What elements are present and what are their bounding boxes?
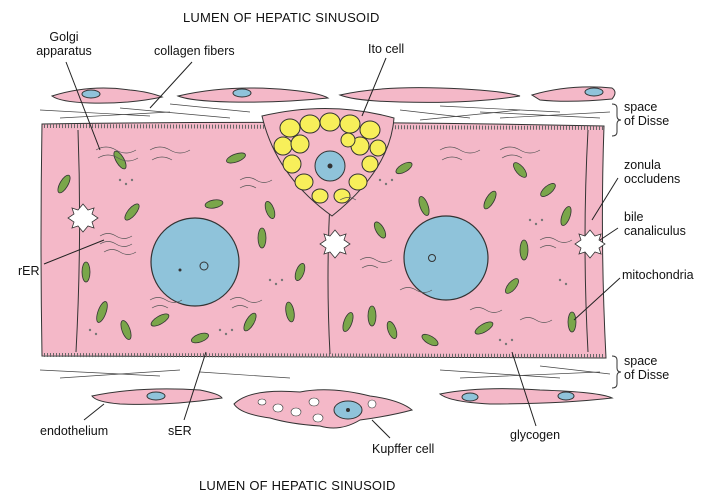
disse-top-label: space of Disse <box>624 100 669 128</box>
zonula-label: zonula occludens <box>624 158 680 186</box>
bile-label: bile canaliculus <box>624 210 686 238</box>
disse-bottom-line1: space <box>624 354 669 368</box>
mitochondria-label: mitochondria <box>622 268 694 282</box>
ito-label: Ito cell <box>368 42 404 56</box>
zonula-line1: zonula <box>624 158 680 172</box>
nucleus-right <box>404 216 488 300</box>
disse-bottom-line2: of Disse <box>624 368 669 382</box>
golgi-label-line2: apparatus <box>34 44 94 58</box>
glycogen-label: glycogen <box>510 428 560 442</box>
bile-line1: bile <box>624 210 686 224</box>
kupffer-label: Kupffer cell <box>372 442 434 456</box>
top-lumen-title: LUMEN OF HEPATIC SINUSOID <box>183 11 380 25</box>
golgi-label: Golgi apparatus <box>34 30 94 58</box>
disse-brackets <box>612 104 621 388</box>
ser-label: sER <box>168 424 192 438</box>
zonula-line2: occludens <box>624 172 680 186</box>
disse-bottom-label: space of Disse <box>624 354 669 382</box>
bottom-lumen-title: LUMEN OF HEPATIC SINUSOID <box>199 479 396 493</box>
endothelium-label: endothelium <box>40 424 108 438</box>
bile-line2: canaliculus <box>624 224 686 238</box>
rer-label: rER <box>18 264 40 278</box>
kupffer-cell <box>234 390 412 428</box>
disse-top-line2: of Disse <box>624 114 669 128</box>
endothelium-top <box>52 87 615 103</box>
collagen-fibers-bottom <box>40 366 610 378</box>
collagen-label: collagen fibers <box>154 44 235 58</box>
nucleus-left <box>151 218 239 306</box>
golgi-label-line1: Golgi <box>34 30 94 44</box>
disse-top-line1: space <box>624 100 669 114</box>
